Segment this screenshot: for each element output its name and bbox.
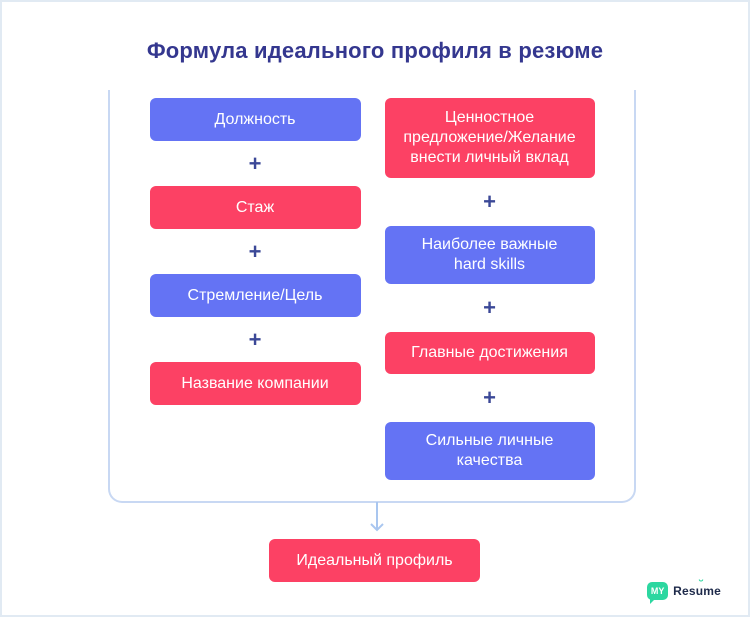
brand-logo: MY Resume ˘ (647, 577, 721, 604)
formula-box-experience: Стаж (149, 186, 361, 229)
plus-sign: + (483, 385, 496, 410)
formula-frame: Должность + Стаж + Стремление/Цель + Наз… (108, 90, 636, 503)
plus-sign: + (483, 295, 496, 320)
formula-box-achievements: Главные достижения (384, 332, 595, 374)
plus-sign: + (248, 150, 262, 176)
formula-box-value-proposition: Ценностное предложение/Желание внести ли… (384, 98, 595, 178)
formula-box-goal: Стремление/Цель (149, 274, 361, 317)
breve-accent-icon: ˘ (699, 577, 704, 592)
right-column: Ценностное предложение/Желание внести ли… (384, 98, 595, 501)
formula-box-hard-skills: Наиболее важные hard skills (384, 226, 595, 284)
down-arrow-icon (370, 502, 384, 532)
logo-wordmark-text: Resume (673, 584, 721, 598)
formula-box-position: Должность (149, 98, 361, 141)
left-column: Должность + Стаж + Стремление/Цель + Наз… (149, 98, 361, 501)
plus-sign: + (248, 326, 262, 352)
formula-box-company: Название компании (149, 362, 361, 405)
plus-sign: + (248, 238, 262, 264)
page-title: Формула идеального профиля в резюме (146, 38, 604, 63)
plus-sign: + (483, 189, 496, 214)
result-box-ideal-profile: Идеальный профиль (269, 539, 480, 582)
formula-box-personal-qualities: Сильные личные качества (384, 422, 595, 480)
logo-wordmark: Resume ˘ (673, 577, 721, 598)
logo-speech-bubble-icon: MY (647, 582, 669, 604)
